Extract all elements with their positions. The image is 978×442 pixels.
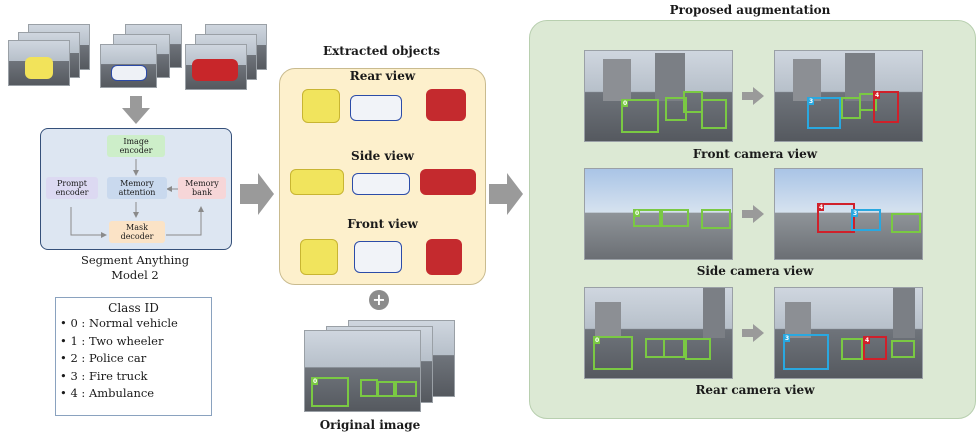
fire-truck-side — [420, 169, 476, 195]
ambulance-thumbnail — [25, 57, 53, 79]
extracted-objects-panel: Rear view Side view Front view — [279, 68, 486, 285]
memory-bank-block: Memory bank — [178, 177, 226, 199]
original-image-caption: Original image — [319, 418, 421, 432]
police-car-front — [354, 241, 402, 273]
side-augmented-frame: 4 3 — [774, 168, 923, 260]
class-id-item: • 0 : Normal vehicle — [60, 316, 178, 330]
building — [595, 302, 621, 338]
bbox-normal-vehicle — [683, 91, 703, 113]
source-image — [185, 44, 247, 90]
down-arrow-icon — [122, 96, 150, 124]
right-arrow-icon — [240, 173, 274, 215]
bbox-normal-vehicle — [360, 379, 378, 397]
fire-truck-rear — [426, 89, 466, 121]
right-arrow-icon — [742, 324, 764, 342]
bbox-normal-vehicle — [377, 381, 395, 397]
bbox-ambulance: 4 — [863, 336, 887, 360]
building — [785, 302, 811, 338]
fire-truck-thumbnail — [192, 59, 238, 81]
bbox-normal-vehicle — [661, 209, 689, 227]
police-car-thumbnail — [111, 65, 147, 81]
right-arrow-icon — [742, 87, 764, 105]
ambulance-rear — [302, 89, 340, 123]
class-id-item: • 4 : Ambulance — [60, 386, 155, 400]
side-view-label: Side view — [351, 149, 414, 163]
bbox-normal-vehicle — [841, 97, 861, 119]
rear-augmented-frame: 3 4 — [774, 287, 923, 379]
sam2-caption: Segment Anything Model 2 — [80, 253, 190, 282]
building — [603, 59, 631, 101]
bbox-normal-vehicle — [395, 381, 417, 397]
bbox-label: 4 — [864, 337, 871, 344]
front-original-frame: 0 — [584, 50, 733, 142]
bbox-label: 4 — [818, 204, 825, 211]
front-augmented-frame: 3 4 — [774, 50, 923, 142]
police-car-side — [352, 173, 410, 195]
bbox-label: 3 — [852, 210, 859, 217]
bbox-fire-truck: 3 — [783, 334, 829, 370]
bbox-ambulance: 4 — [817, 203, 855, 233]
bbox-fire-truck: 3 — [851, 209, 881, 231]
sam2-diagram: Image encoder Prompt encoder Memory atte… — [40, 128, 232, 250]
bbox-normal-vehicle: 0 — [593, 336, 633, 370]
building — [793, 59, 821, 101]
bbox-normal-vehicle — [859, 93, 877, 111]
bbox-fire-truck: 3 — [807, 97, 841, 129]
front-camera-caption: Front camera view — [692, 147, 818, 161]
bbox-normal-vehicle — [841, 338, 863, 360]
class-id-item: • 1 : Two wheeler — [60, 333, 164, 348]
bbox-normal-vehicle — [891, 213, 921, 233]
mask-decoder-block: Mask decoder — [109, 221, 165, 243]
bbox-label: 3 — [808, 98, 815, 105]
police-car-rear — [350, 95, 402, 121]
bbox-normal-vehicle: 0 — [311, 377, 349, 407]
source-image — [100, 44, 157, 88]
bbox-normal-vehicle — [663, 338, 685, 358]
class-id-item: • 2 : Police car — [60, 351, 147, 365]
bbox-label: 0 — [312, 378, 319, 385]
bbox-normal-vehicle — [665, 97, 687, 121]
side-original-frame: 0 — [584, 168, 733, 260]
class-id-title: Class ID — [108, 301, 159, 315]
augmentation-panel: 0 3 4 Front camera view 0 4 3 Side camer… — [529, 20, 976, 419]
right-arrow-icon — [489, 173, 523, 215]
building — [655, 53, 685, 101]
ambulance-front — [300, 239, 338, 275]
building — [703, 288, 725, 338]
bbox-normal-vehicle: 0 — [633, 209, 661, 227]
fire-truck-front — [426, 239, 462, 275]
class-id-item: • 3 : Fire truck — [60, 368, 148, 383]
memory-attention-block: Memory attention — [107, 177, 167, 199]
bbox-normal-vehicle — [645, 338, 665, 358]
side-camera-caption: Side camera view — [696, 264, 814, 278]
bbox-label: 0 — [594, 337, 601, 344]
rear-camera-caption: Rear camera view — [695, 383, 815, 397]
bbox-ambulance: 4 — [873, 91, 899, 123]
image-encoder-block: Image encoder — [107, 135, 165, 157]
bbox-label: 0 — [622, 100, 629, 107]
bbox-label: 4 — [874, 92, 881, 99]
source-image — [8, 40, 70, 86]
building — [893, 288, 915, 338]
plus-icon: + — [369, 290, 389, 310]
bbox-normal-vehicle — [891, 340, 915, 358]
front-view-label: Front view — [347, 217, 418, 231]
extracted-objects-title: Extracted objects — [323, 44, 440, 58]
bbox-normal-vehicle — [685, 338, 711, 360]
class-id-legend: Class ID • 0 : Normal vehicle • 1 : Two … — [55, 297, 212, 416]
rear-original-frame: 0 — [584, 287, 733, 379]
bbox-label: 3 — [784, 335, 791, 342]
ambulance-side — [290, 169, 344, 195]
bbox-normal-vehicle — [701, 209, 731, 229]
rear-view-label: Rear view — [349, 69, 416, 83]
prompt-encoder-block: Prompt encoder — [46, 177, 98, 199]
augmentation-title: Proposed augmentation — [669, 3, 831, 17]
bbox-normal-vehicle: 0 — [621, 99, 659, 133]
bbox-label: 0 — [634, 210, 641, 217]
bbox-normal-vehicle — [701, 99, 727, 129]
original-image: 0 — [304, 330, 421, 412]
right-arrow-icon — [742, 205, 764, 223]
